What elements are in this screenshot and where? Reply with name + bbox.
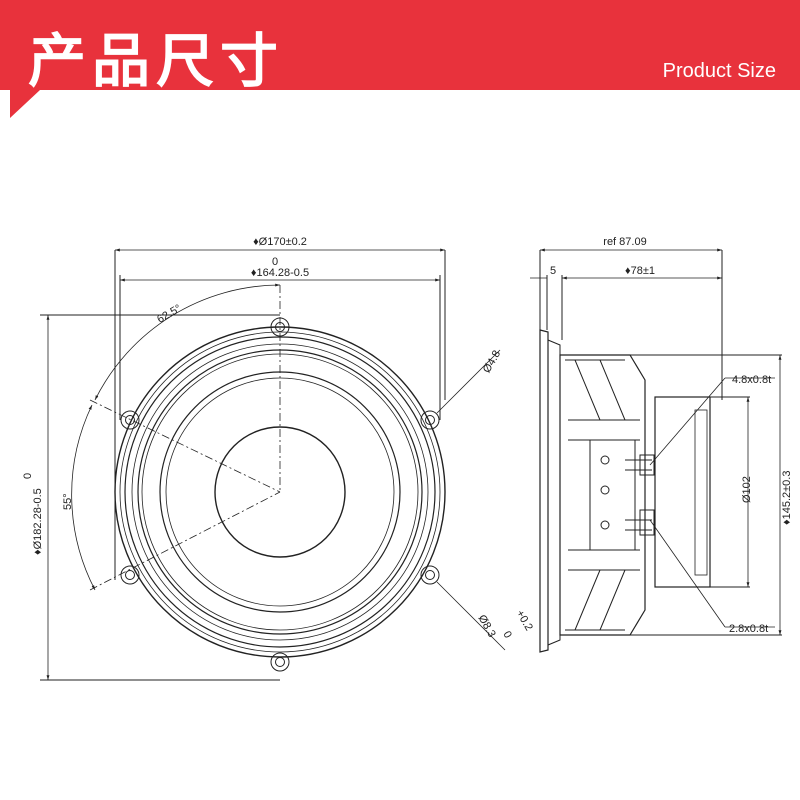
dim-outer-diameter: ♦Ø170±0.2	[253, 236, 307, 248]
front-view	[40, 248, 506, 681]
header-banner	[0, 0, 800, 125]
slot-tol-plus: +0.2	[514, 608, 535, 633]
angle-top-label: 62.5°	[155, 302, 183, 325]
left-height-label: ♦Ø182.28-0.5	[32, 488, 44, 555]
page-title: 产品尺寸	[28, 27, 285, 95]
slot-diameter-label: Ø8.3	[475, 613, 497, 640]
slot-tol-zero: 0	[500, 629, 513, 640]
terminal-bottom-label: 2.8x0.8t	[729, 623, 768, 635]
dim-inner-zero: 0	[272, 256, 278, 268]
magnet-diameter-label: Ø102	[741, 476, 753, 503]
side-view	[530, 248, 782, 653]
page-subtitle: Product Size	[662, 60, 776, 82]
hole-diameter-label: Ø4.8	[481, 348, 503, 375]
body-depth-label: ♦78±1	[625, 265, 655, 277]
banner-shape	[0, 0, 800, 118]
dim-inner-width: ♦164.28-0.5	[251, 267, 309, 279]
frame-height-label: ♦145.2±0.3	[781, 471, 793, 525]
flange-label: 5	[550, 265, 556, 277]
terminal-top-label: 4.8x0.8t	[732, 374, 771, 386]
ref-depth-label: ref 87.09	[603, 236, 646, 248]
angle-left-label: 55°	[62, 493, 74, 510]
left-zero: 0	[22, 473, 34, 479]
